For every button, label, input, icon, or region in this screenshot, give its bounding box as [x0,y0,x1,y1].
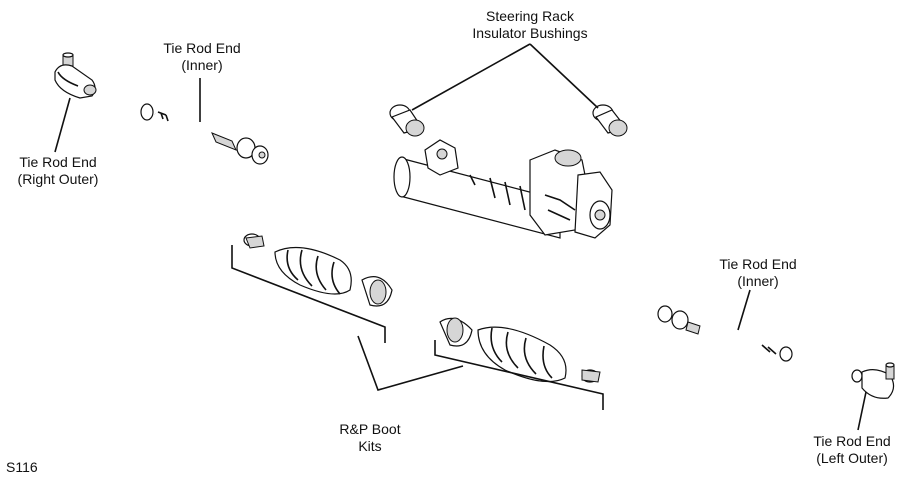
label-insulator-bushings: Steering Rack Insulator Bushings [470,8,590,42]
tie-rod-end-right-outer-part [54,52,97,99]
tie-rod-inner-left-part [140,103,269,165]
label-tie-rod-inner-right: Tie Rod End (Inner) [712,256,804,290]
label-boot-kits: R&P Boot Kits [330,421,410,455]
label-tie-rod-left-outer: Tie Rod End (Left Outer) [802,433,902,467]
label-line: Insulator Bushings [472,25,588,41]
steering-rack-housing-part [393,139,613,239]
label-line: Kits [358,438,382,454]
boot-kit-upper-bracket [231,245,386,343]
label-line: Tie Rod End [19,154,97,170]
label-line: Tie Rod End [163,40,241,56]
label-line: (Left Outer) [816,450,888,466]
label-line: Tie Rod End [813,433,891,449]
boot-kit-upper-part [243,233,393,307]
label-tie-rod-right-outer: Tie Rod End (Right Outer) [8,154,108,188]
tie-rod-inner-right-part [657,305,793,362]
label-line: (Inner) [737,273,779,289]
tie-rod-end-left-outer-part [851,362,895,399]
label-line: (Right Outer) [17,171,99,187]
label-line: Tie Rod End [719,256,797,272]
label-line: R&P Boot [339,421,401,437]
label-tie-rod-inner-left: Tie Rod End (Inner) [156,40,248,74]
figure-id: S116 [6,459,38,475]
insulator-bushing-right-part [592,104,628,137]
leader-lines [54,43,867,431]
label-line: (Inner) [181,57,223,73]
insulator-bushing-left-part [389,104,425,137]
label-line: Steering Rack [486,8,574,24]
boot-kit-lower-part [439,317,601,383]
boot-kit-lower-bracket [434,340,604,410]
